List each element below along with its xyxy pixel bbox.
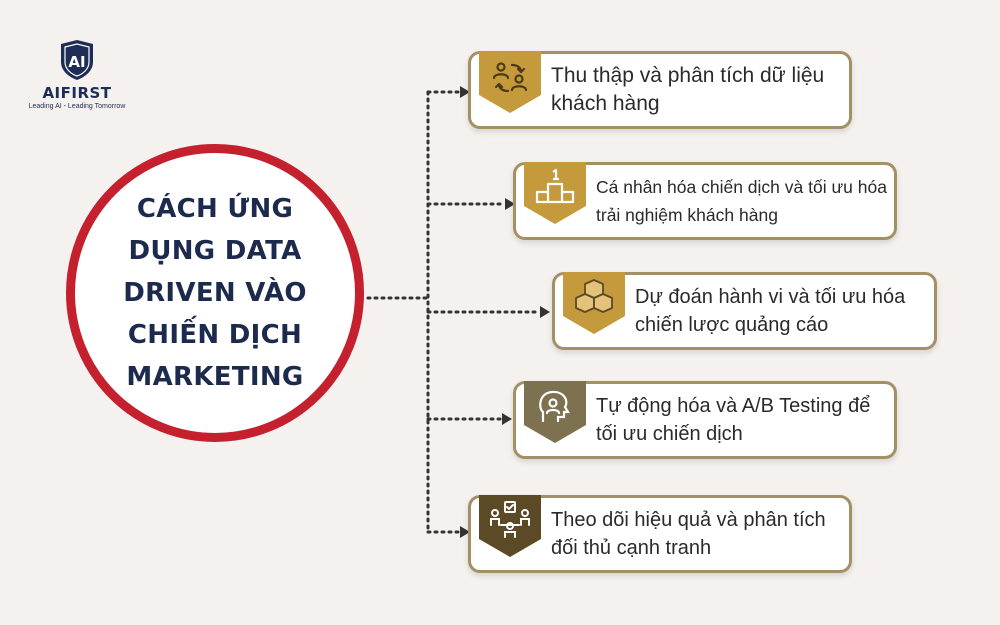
step-text-4: Tự động hóa và A/B Testing để tối ưu chi…: [596, 395, 871, 445]
step-card-1: Thu thập và phân tích dữ liệu khách hàng: [468, 51, 852, 129]
step-badge-4: [524, 381, 586, 443]
step-badge-3: [563, 272, 625, 334]
step-badge-5: [479, 495, 541, 557]
arrow-head-2: [505, 198, 515, 210]
arrow-head-4: [502, 413, 512, 425]
step-card-2: Cá nhân hóa chiến dịch và tối ưu hóa trả…: [513, 162, 897, 240]
step-text-1: Thu thập và phân tích dữ liệu khách hàng: [551, 64, 825, 115]
step-badge-1: [479, 51, 541, 113]
logo-tagline: Leading AI - Leading Tomorrow: [28, 103, 126, 110]
shield-logo-icon: AI: [61, 40, 93, 80]
brand-logo: AI AIFIRST Leading AI - Leading Tomorrow: [22, 38, 132, 110]
step-card-5: Theo dõi hiệu quả và phân tích đối thủ c…: [468, 495, 852, 573]
step-text-5: Theo dõi hiệu quả và phân tích đối thủ c…: [551, 509, 826, 559]
central-topic-circle: CÁCH ỨNG DỤNG DATA DRIVEN VÀO CHIẾN DỊCH…: [66, 144, 364, 442]
user-head-icon: [539, 390, 570, 423]
arrow-head-3: [540, 306, 550, 318]
step-text-2: Cá nhân hóa chiến dịch và tối ưu hóa trả…: [596, 177, 887, 225]
step-badge-2: [524, 162, 586, 224]
step-text-3: Dự đoán hành vi và tối ưu hóa chiến lược…: [635, 286, 906, 336]
step-card-3: Dự đoán hành vi và tối ưu hóa chiến lược…: [552, 272, 937, 350]
arrow-head-1: [460, 86, 470, 98]
boxes-icon: [575, 279, 613, 313]
podium-icon: [535, 168, 575, 204]
central-topic-title: CÁCH ỨNG DỤNG DATA DRIVEN VÀO CHIẾN DỊCH…: [123, 194, 307, 392]
team-meeting-icon: [490, 501, 530, 538]
arrow-head-5: [460, 526, 470, 538]
step-card-4: Tự động hóa và A/B Testing để tối ưu chi…: [513, 381, 897, 459]
logo-mark-text: AI: [68, 53, 85, 71]
data-exchange-icon: [492, 62, 528, 93]
connector-trunk: [366, 90, 430, 534]
logo-name: AIFIRST: [42, 84, 112, 102]
